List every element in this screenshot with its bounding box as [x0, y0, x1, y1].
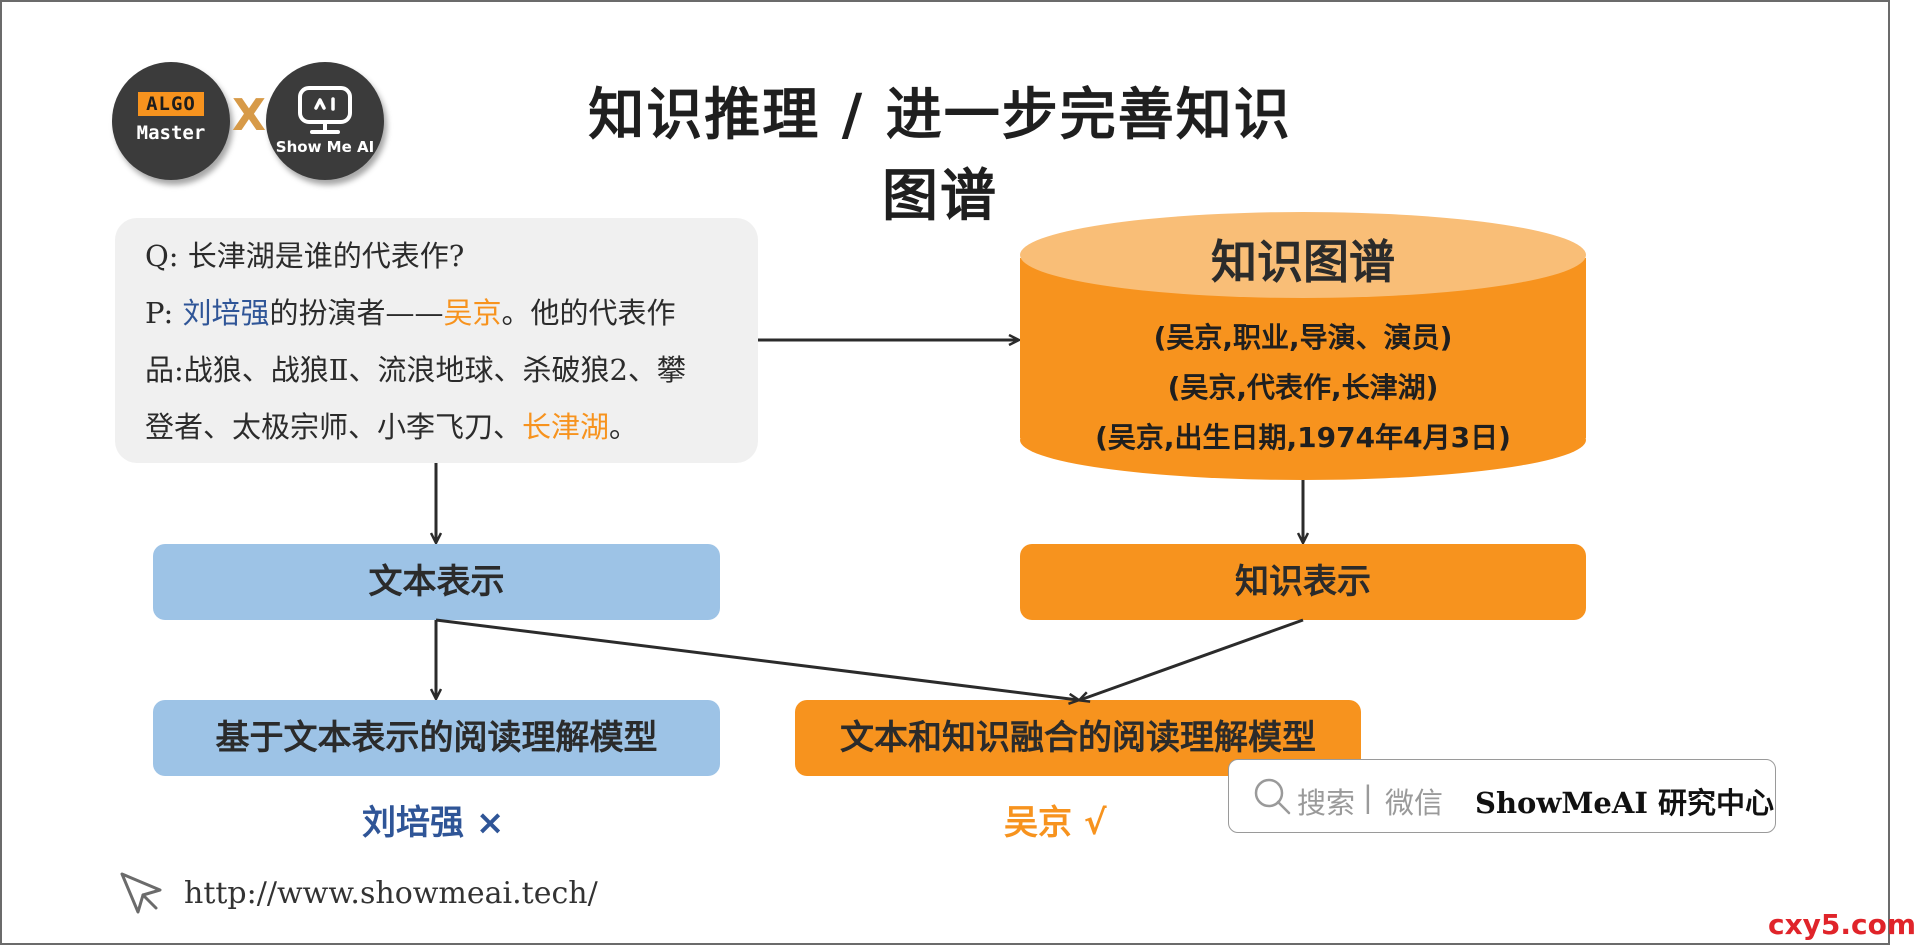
arrow-text-repr-to-fusion: [435, 618, 1078, 700]
passage-line-3: 登者、太极宗师、小李飞刀、长津湖。: [145, 407, 638, 447]
kg-cylinder-top: [1020, 212, 1586, 298]
robot-face-icon: [298, 86, 352, 134]
logo-separator: X: [232, 90, 266, 141]
kg-triple-3: (吴京,出生日期,1974年4月3日): [1095, 421, 1511, 454]
highlight-name-wu: 吴京: [443, 296, 502, 330]
passage-line-2: 品:战狼、战狼Ⅱ、流浪地球、杀破狼2、攀: [145, 353, 686, 387]
kg-title: 知识图谱: [1211, 235, 1395, 289]
cursor-pointer-icon: [120, 872, 162, 914]
text-representation-box: 文本表示: [153, 544, 720, 620]
passage-mid: 的扮演者——: [269, 296, 444, 330]
knowledge-representation-box: 知识表示: [1020, 544, 1586, 620]
fusion-model-answer: 吴京 √: [1004, 803, 1107, 843]
search-icon: [1254, 778, 1291, 815]
algo-master-logo: ALGO Master: [112, 62, 230, 180]
highlight-name-liu: 刘培强: [182, 296, 270, 330]
passage-line-1: P: 刘培强的扮演者——吴京。他的代表作: [145, 293, 676, 333]
watermark-divider: |: [1363, 780, 1373, 814]
passage-line3-prefix: 登者、太极宗师、小李飞刀、: [145, 410, 523, 444]
wechat-watermark: 搜索 | 微信 ShowMeAI 研究中心: [1228, 759, 1776, 833]
kg-triple-2: (吴京,代表作,长津湖): [1167, 371, 1439, 404]
watermark-wechat-label: 微信: [1385, 786, 1444, 820]
watermark-search-label: 搜索: [1297, 786, 1356, 820]
question-passage-panel: Q: 长津湖是谁的代表作? P: 刘培强的扮演者——吴京。他的代表作 品:战狼、…: [115, 218, 758, 463]
showmeai-logo-text: Show Me AI: [275, 138, 375, 156]
text-model-answer: 刘培强 ×: [362, 803, 505, 843]
question-line: Q: 长津湖是谁的代表作?: [145, 239, 465, 273]
showmeai-logo: Show Me AI: [266, 62, 384, 180]
highlight-work: 长津湖: [522, 410, 610, 444]
passage-prefix: P:: [145, 296, 183, 330]
page-title: 知识推理 / 进一步完善知识图谱: [588, 83, 1292, 229]
watermark-brand: ShowMeAI 研究中心: [1475, 786, 1775, 820]
passage-line3-suffix: 。: [609, 410, 639, 444]
corner-watermark: cxy5.com: [1768, 908, 1916, 941]
algo-sub-label: Master: [136, 122, 206, 144]
text-model-box: 基于文本表示的阅读理解模型: [153, 700, 720, 776]
arrow-kg-repr-to-fusion: [1080, 618, 1304, 700]
footer-url[interactable]: http://www.showmeai.tech/: [184, 876, 598, 911]
passage-suffix: 。他的代表作: [501, 296, 676, 330]
algo-badge: ALGO: [138, 92, 204, 116]
kg-triple-1: (吴京,职业,导演、演员): [1153, 321, 1453, 354]
